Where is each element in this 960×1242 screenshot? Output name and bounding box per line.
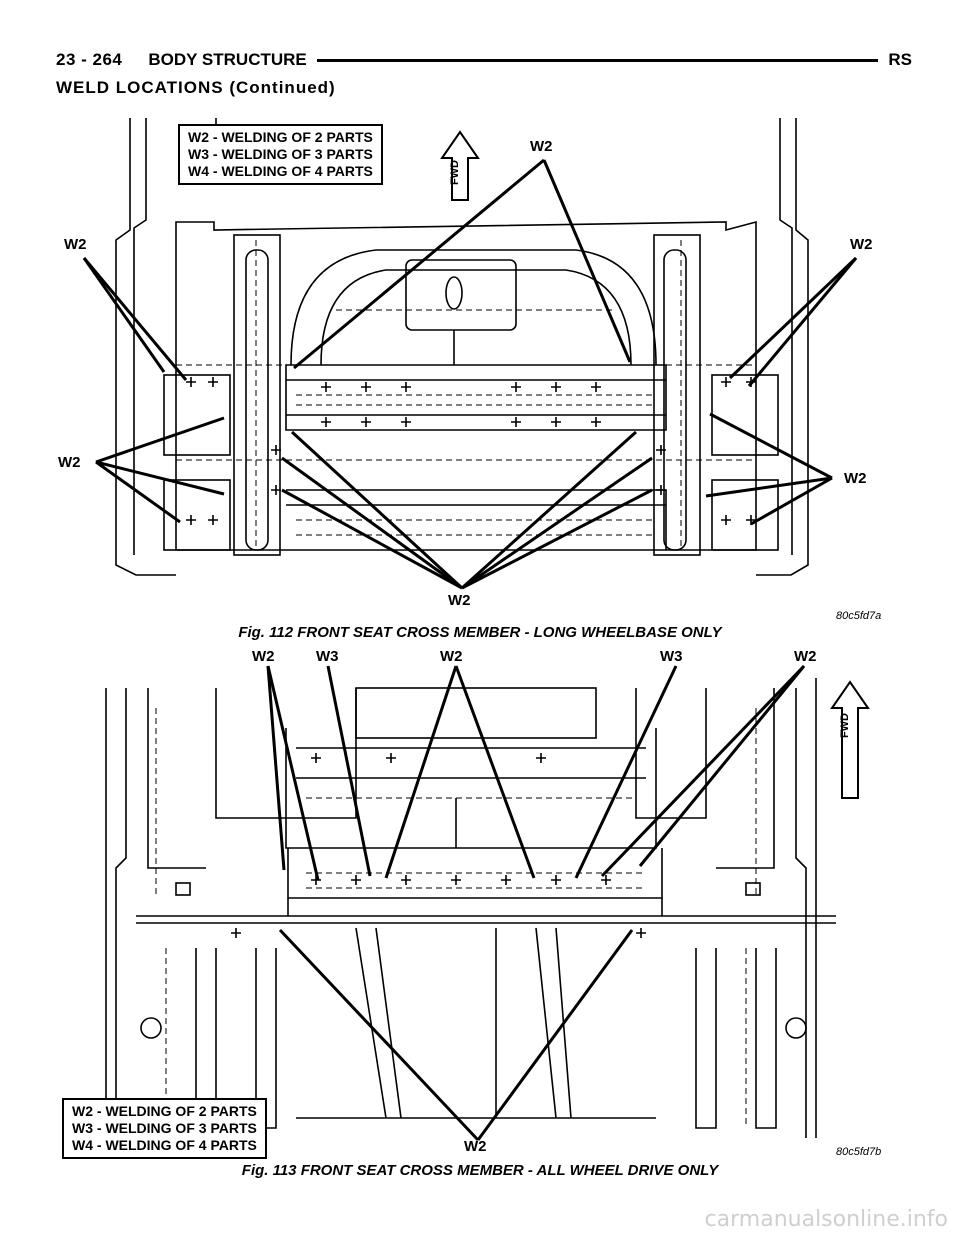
legend-line-w2: W2 - WELDING OF 2 PARTS (72, 1103, 257, 1119)
legend-line-w2: W2 - WELDING OF 2 PARTS (188, 129, 373, 145)
label-t3: W2 (440, 648, 463, 665)
watermark: carmanualsonline.info (704, 1207, 948, 1232)
legend-line-w4: W4 - WELDING OF 4 PARTS (72, 1137, 257, 1153)
legend-fig113: W2 - WELDING OF 2 PARTS W3 - WELDING OF … (62, 1098, 267, 1159)
fwd-label: FWD (449, 160, 461, 186)
label-w2-bottom: W2 (464, 1138, 487, 1155)
legend-line-w3: W3 - WELDING OF 3 PARTS (188, 146, 373, 162)
label-w2-top: W2 (530, 138, 553, 155)
figure-113: W2 W3 W2 W3 W2 FWD W2 - WELDING OF 2 PAR… (56, 648, 912, 1159)
legend-line-w4: W4 - WELDING OF 4 PARTS (188, 163, 373, 179)
header-rule (316, 58, 879, 62)
subheading: WELD LOCATIONS (Continued) (56, 78, 336, 97)
fwd-label-113: FWD (839, 713, 851, 739)
label-w2-right-upper: W2 (850, 236, 873, 253)
label-w2-left-lower: W2 (58, 454, 81, 471)
label-w2-left-upper: W2 (64, 236, 87, 253)
figure-112-drawing (82, 118, 858, 590)
figure-113-drawing (105, 664, 870, 1142)
label-t1: W2 (252, 648, 275, 665)
label-w2-bottom: W2 (448, 592, 471, 609)
figure-code: 80c5fd7a (836, 610, 882, 622)
caption-fig113: Fig. 113 FRONT SEAT CROSS MEMBER - ALL W… (241, 1162, 719, 1179)
figure-code: 80c5fd7b (836, 1146, 882, 1158)
section-title: BODY STRUCTURE (148, 50, 307, 69)
label-t5: W2 (794, 648, 817, 665)
legend-fig112: W2 - WELDING OF 2 PARTS W3 - WELDING OF … (178, 124, 383, 185)
label-t4: W3 (660, 648, 683, 665)
label-t2: W3 (316, 648, 339, 665)
page-number: 23 - 264 (56, 50, 123, 69)
page-header: 23 - 264 BODY STRUCTURE RS (56, 46, 912, 74)
figure-112: W2 - WELDING OF 2 PARTS W3 - WELDING OF … (56, 110, 912, 622)
legend-line-w3: W3 - WELDING OF 3 PARTS (72, 1120, 257, 1136)
model-code: RS (888, 50, 912, 69)
label-w2-right-lower: W2 (844, 470, 867, 487)
caption-fig112: Fig. 112 FRONT SEAT CROSS MEMBER - LONG … (238, 624, 722, 641)
